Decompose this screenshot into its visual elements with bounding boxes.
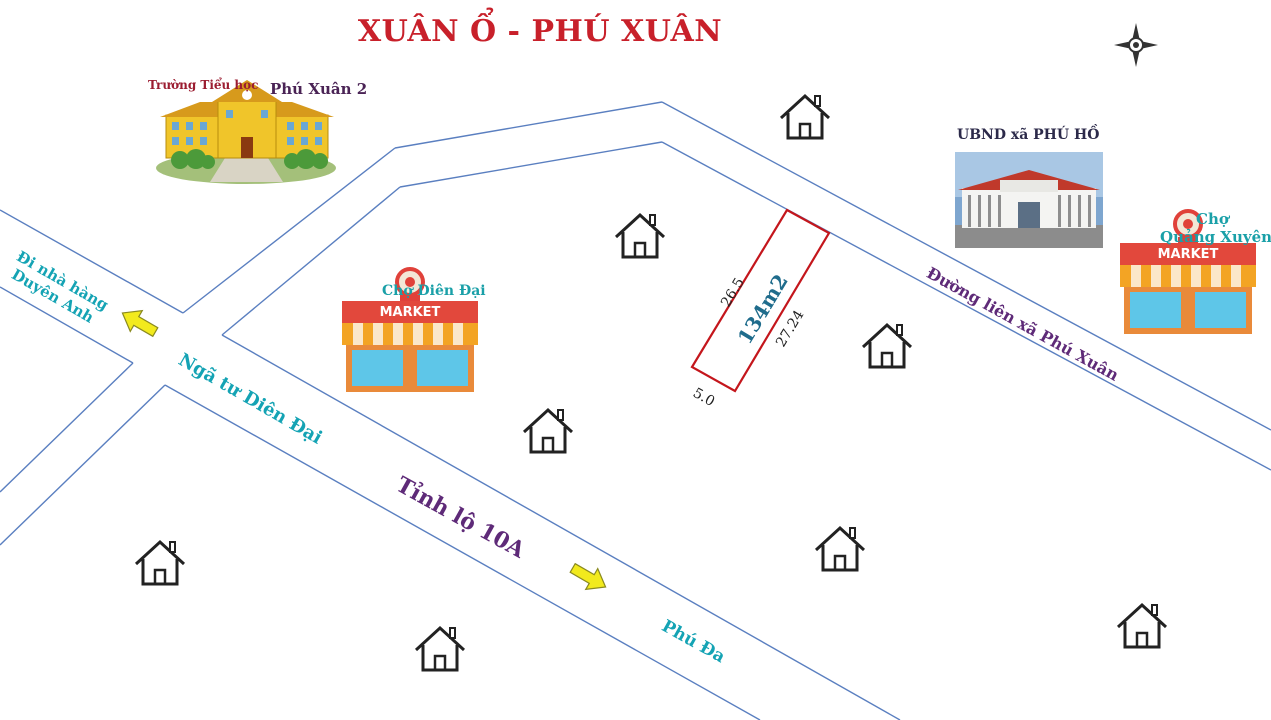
market-label: Chợ Diên Đại	[382, 283, 486, 299]
market-sign: MARKET	[1157, 247, 1219, 262]
road-edge	[164, 384, 761, 720]
road-edge	[661, 101, 1271, 431]
government-building-icon	[955, 152, 1103, 248]
house-icon	[814, 526, 866, 572]
school-label: Phú Xuân 2	[270, 80, 368, 98]
ubnd-label: UBND xã PHÚ HỒ	[957, 127, 1100, 143]
road-edge	[0, 384, 166, 546]
house-icon	[1116, 603, 1168, 649]
road-edge	[0, 209, 184, 314]
roads	[0, 101, 1271, 720]
house-icon	[614, 213, 666, 259]
house-icon	[134, 540, 186, 586]
arrow-icon	[121, 309, 159, 338]
house-icon	[779, 94, 831, 140]
school-icon	[156, 80, 336, 184]
road-edge	[182, 147, 396, 314]
house-icon	[861, 323, 913, 369]
market-label: Chợ	[1196, 210, 1229, 228]
house-icon	[414, 626, 466, 672]
map-title: XUÂN Ổ - PHÚ XUÂN	[357, 14, 723, 49]
market-sign: MARKET	[379, 305, 441, 320]
school-label: Trường Tiểu học	[148, 78, 259, 92]
compass-icon	[1114, 23, 1158, 67]
road-edge	[661, 141, 1271, 471]
road-edge	[221, 186, 401, 336]
road-edge	[0, 362, 134, 493]
arrow-icon	[569, 562, 607, 591]
house-icon	[522, 408, 574, 454]
road-edge	[0, 286, 134, 364]
market-label: Quảng Xuyên	[1160, 228, 1271, 246]
road-edge	[399, 141, 663, 188]
land-plot	[690, 208, 831, 393]
road-edge	[394, 101, 663, 149]
road-edge	[221, 334, 901, 720]
